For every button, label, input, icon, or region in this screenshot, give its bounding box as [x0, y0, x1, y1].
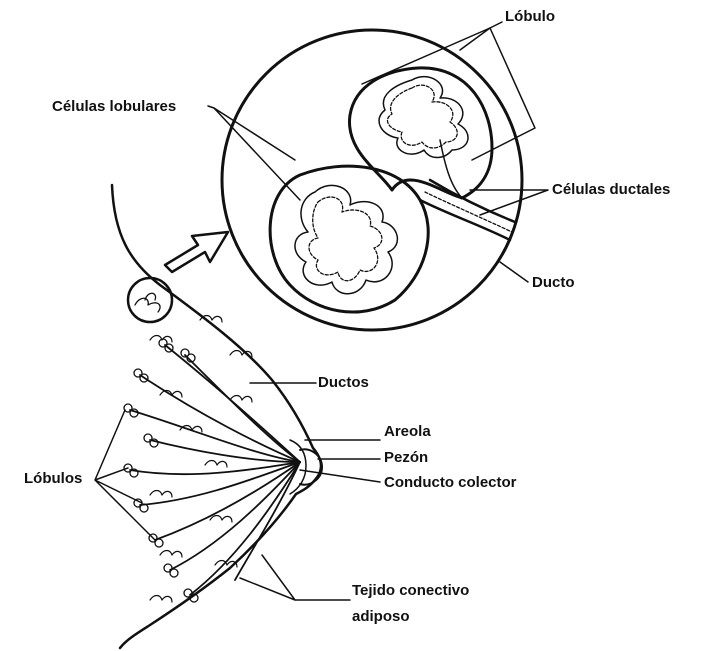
adipose-tissue — [150, 316, 252, 603]
ductal-cells-leader — [470, 190, 548, 215]
upper-lobule-outer — [349, 68, 492, 198]
lower-lobule-inner — [295, 185, 397, 293]
duct-in-zoom — [420, 200, 510, 240]
breast-outline — [112, 185, 321, 648]
label-celulas-lobulares: Células lobulares — [52, 98, 176, 116]
label-lobulo: Lóbulo — [505, 8, 555, 26]
lobular-cells-leader — [214, 108, 300, 200]
label-conducto-colector: Conducto colector — [384, 474, 517, 492]
zoom-circle — [222, 30, 522, 330]
label-lobulos: Lóbulos — [24, 470, 82, 488]
label-ductos: Ductos — [318, 374, 369, 392]
label-tejido-line2: adiposo — [352, 608, 410, 626]
label-ducto: Ducto — [532, 274, 575, 292]
lobule-bracket — [362, 28, 535, 160]
label-areola: Areola — [384, 423, 431, 441]
tejido-leader — [240, 555, 350, 600]
upper-lobule-inner — [379, 77, 468, 158]
label-tejido-line1: Tejido conectivo — [352, 582, 469, 600]
duct-leader — [500, 262, 528, 282]
label-pezon: Pezón — [384, 449, 428, 467]
lower-lobule-outer — [270, 166, 428, 312]
conducto-leader — [300, 470, 380, 482]
zoom-arrow — [165, 232, 228, 272]
highlight-circle — [128, 278, 172, 322]
label-celulas-ductales: Células ductales — [552, 181, 670, 199]
lobulos-leader — [95, 410, 155, 540]
